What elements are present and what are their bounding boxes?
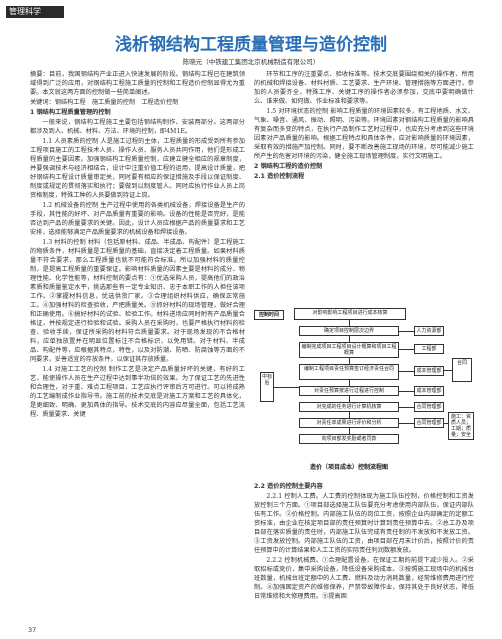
page-number: 37 [28,626,37,634]
flow-box-step-1: 确定项目控制层次边界 [299,326,399,336]
flow-box-step-5: 对完成的任务进行计算机核算 [299,402,399,412]
paragraph: 1 钢结构工程质量管理的控制 [30,109,111,116]
flow-box-contract: 合同 [452,358,472,382]
flow-box-header: 对影响影响工程项目进行成本核算 [294,308,406,320]
column-tag-text: 管理科学 [9,7,41,16]
paragraph: 摘要：目前，我国钢结构产业正进入快速发展的阶段。钢结构工程已在建筑领域得到广泛的… [30,71,245,96]
flow-arrow [349,320,350,326]
column-tag: 管理科学 [6,6,64,18]
flow-connector [444,370,452,371]
flow-connector [444,423,448,424]
flow-connector [399,407,414,408]
paragraph: 2.1 造价控制流程 [254,173,305,180]
flow-box-step-7: 向项目部发奖励或者罚款 [299,434,399,444]
flow-box-construction: 施工：资质人员；工期；质量；安全 [448,412,474,440]
flow-connector [399,391,414,392]
flow-connector [399,371,414,372]
flow-arrow [349,428,350,434]
flow-box-dept-6: 合同管理部 [414,418,444,428]
flow-box-dept-3: 成本管理部 [414,366,444,376]
article-authors: 陈晓元（中铁建工集团北京机械制造有限公司） [182,58,320,66]
paragraph: 2.2.2 控制机械费。①合理配置设备，在保证工期的前提下减少投入。②采取招标或… [254,557,474,600]
flowchart-caption: 造价（项目成本）控制流程图 [309,464,388,471]
article-title: 浅析钢结构工程质量管理与造价控制 [115,35,387,55]
paragraph: 2.2 造价的控制主要内容 [254,483,323,490]
flow-box-dept-5: 合同管理部 [414,402,444,412]
flow-connector [399,423,414,424]
flow-box-dept-4: 成本管理部 [414,386,444,396]
paragraph: 1.2 机械设备的控制 生产过程中使用的各类机械设备，焊接设备是生产的手段，其性… [30,202,245,236]
paragraph: 关键词：钢结构工程 施工质量的控制 工程造价控制 [30,99,179,106]
flow-box-step-6: 对责任单成果进行评价和分析 [299,418,399,428]
flow-connector [399,349,414,350]
flow-box-step-2: 编制完成项目工程项目设计概算和项目工程概算 [299,342,399,358]
flow-arrow [349,396,350,402]
left-column-text: 摘要：目前，我国钢结构产业正进入快速发展的阶段。钢结构工程已在建筑领域得到广泛的… [30,70,245,600]
paragraph: 2.2.1 控制人工费。人工费的控制体现为施工队伍控制，价格控制和工资发放控制三… [254,493,474,554]
paragraph: 一般来说，钢结构工程施工主要包括钢结构制作、安装两部分。这两部分都涉及到人、机械… [30,119,245,135]
flow-arrow [349,336,350,342]
paragraph: 1.1 人员素质的控制 人是施工过程的主体，工程质量的形成受到所有参加工程项目施… [30,138,245,199]
paragraph: 环节和工序的注重要点、验收标准等。技术交底要围绕相关的操作者、所用的机械和焊接设… [254,71,474,105]
paragraph: 2 钢结构工程的造价控制 [254,163,323,170]
flow-arrow [349,358,350,364]
right-column-top-text: 环节和工序的注重要点、验收标准等。技术交底要围绕相关的操作者、所用的机械和焊接设… [254,70,474,302]
flow-box-dept-1: 人力资源部 [414,326,444,336]
paragraph: 1.4 对施工工艺的控制 制作工艺是决定产品质量好坏的关键，有好的工艺，能使操作… [30,366,245,418]
cost-control-flowchart: 控制时间 对影响影响工程项目进行成本核算 中标后 确定项目控制层次边界 编制完成… [254,302,476,478]
flow-box-dept-2: 工程部 [414,344,444,354]
flow-arrow [349,380,350,386]
flow-box-step-4: 对责任预算按进行过程进行控制 [299,386,399,396]
flow-connector [399,331,414,332]
flow-arrow [349,412,350,418]
right-column-bottom-text: 2.2 造价的控制主要内容 2.2.1 控制人工费。人工费的控制体现为施工队伍控制… [254,482,474,622]
flow-box-control-time: 控制时间 [254,310,284,320]
paragraph: 1.3 材料的控制 材料（包括原材料、成品、半成品、构配件）是工程施工的物质条件… [30,239,245,363]
flow-connector [274,387,299,388]
paragraph: 1.5 对环境状态的控制 影响工程质量的环境因素较多，有工程地质、水文、气象、噪… [254,108,474,160]
flow-box-after-bid: 中标后 [260,372,274,402]
flow-box-step-3: 编制工程项目责任预算签订经济责任合同 [299,364,399,380]
